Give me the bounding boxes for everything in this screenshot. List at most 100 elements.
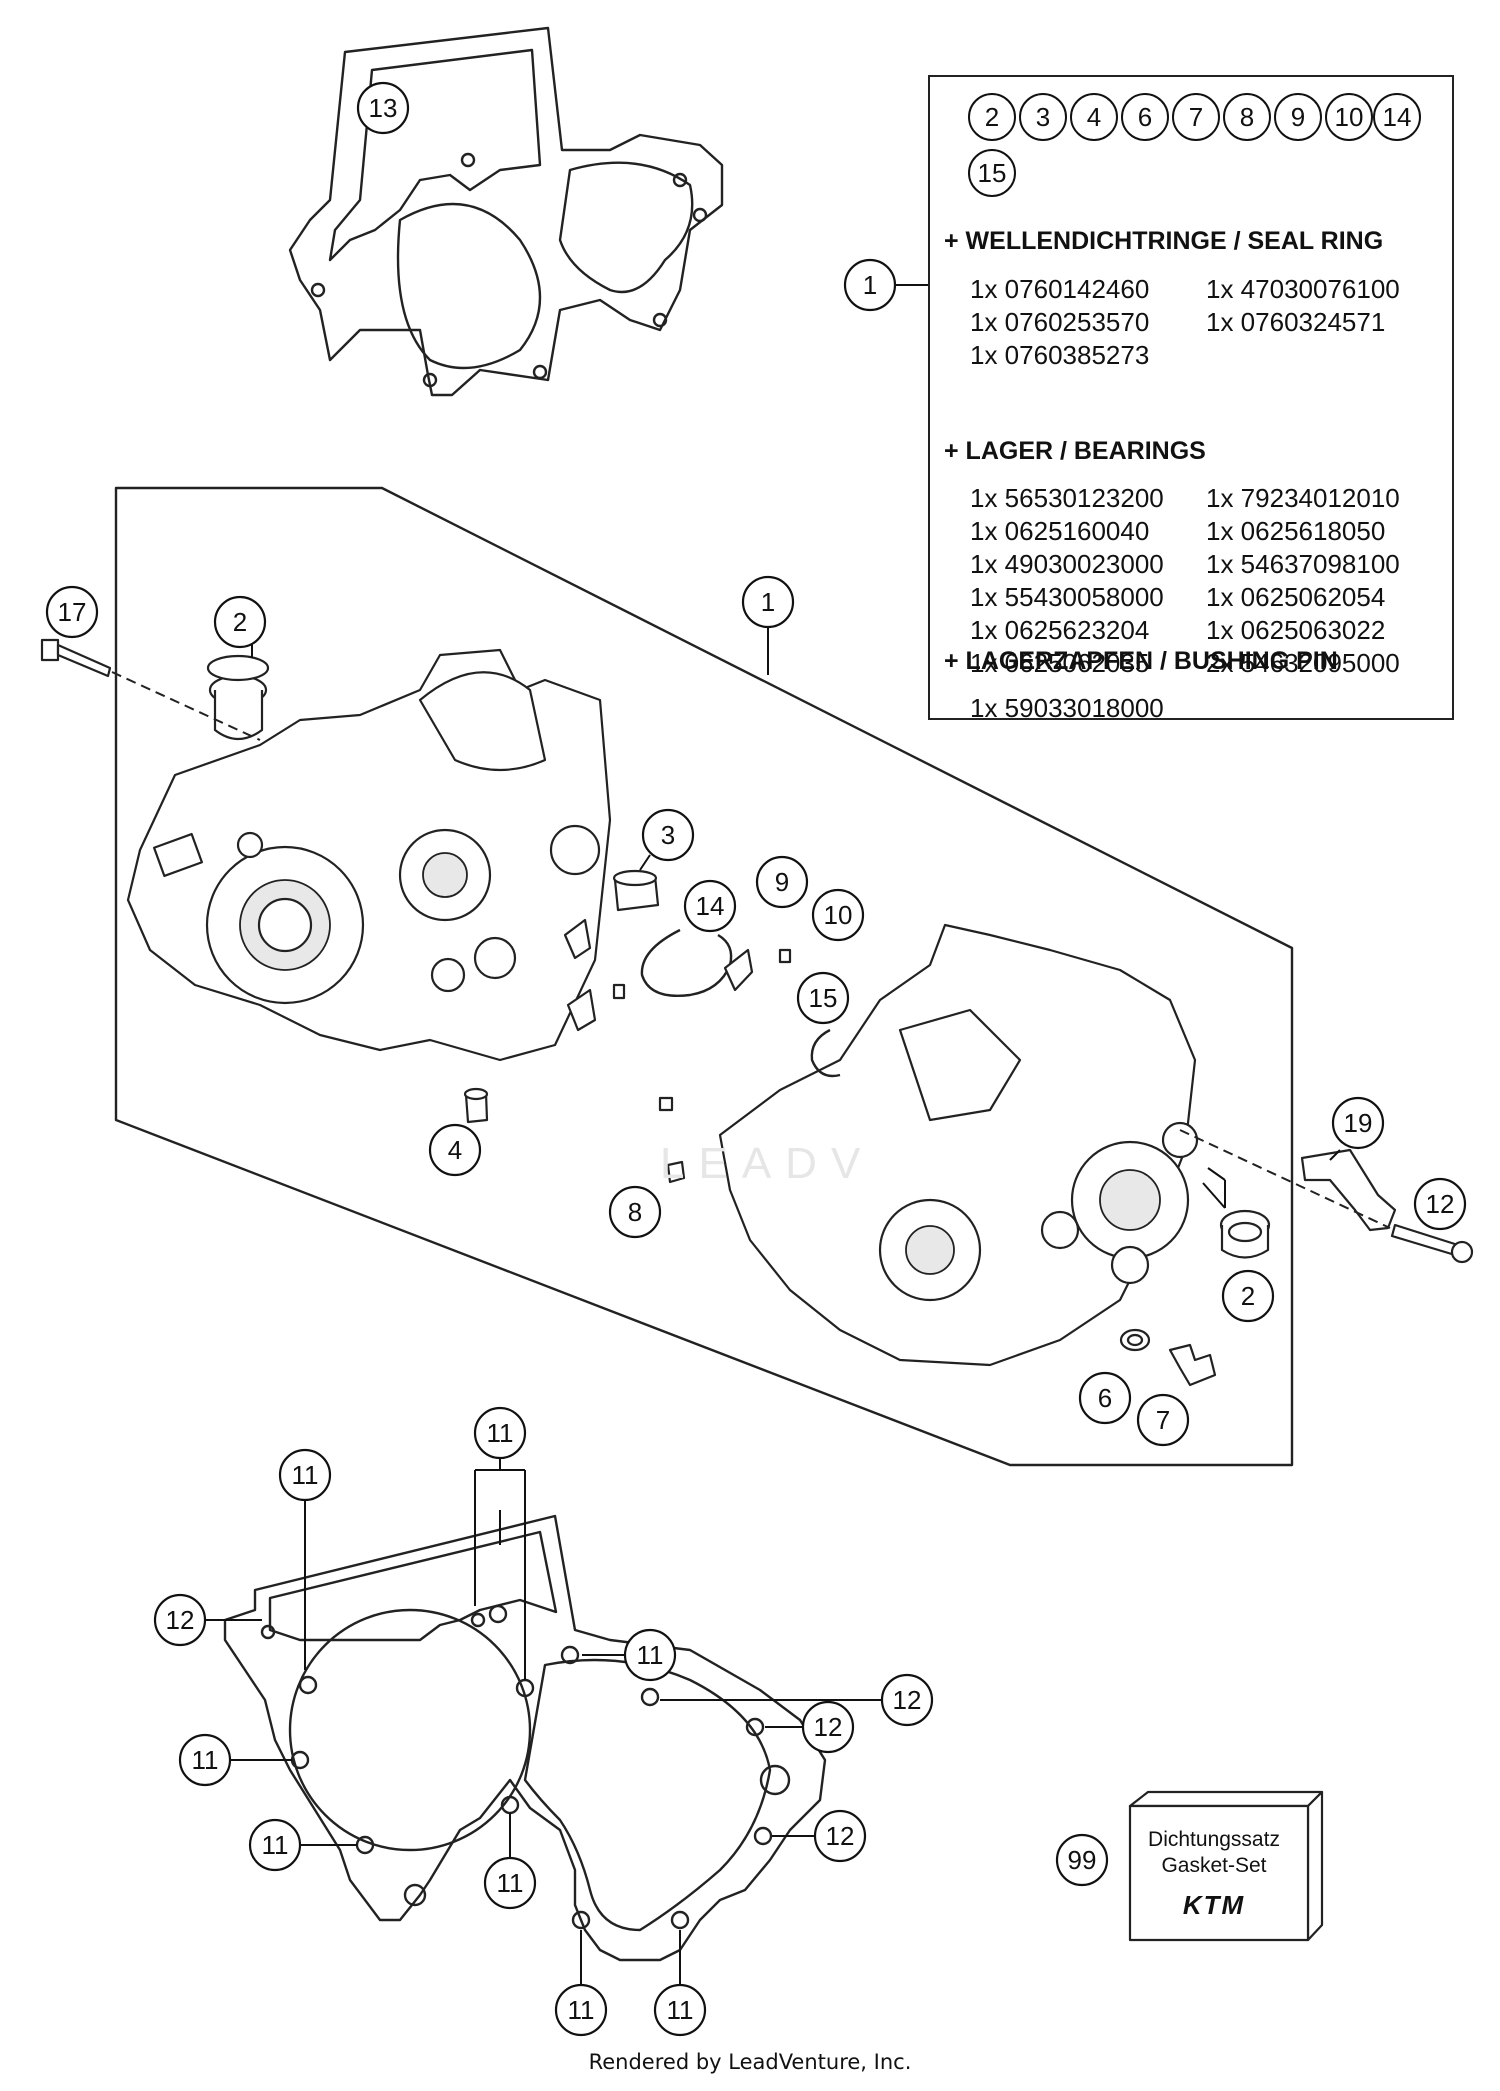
callout-11-b: 11	[623, 1628, 677, 1682]
callout-12-b: 12	[880, 1673, 934, 1727]
callout-99: 99	[1055, 1833, 1109, 1887]
callout-12-bolt-label: 12	[1426, 1189, 1455, 1219]
callout-12-a: 12	[153, 1593, 207, 1647]
callout-11-e: 11	[483, 1856, 537, 1910]
callout-11-b-label: 11	[637, 1640, 664, 1670]
callout-11-f-label: 11	[568, 1995, 595, 2025]
callout-11-d-label: 11	[262, 1830, 289, 1860]
part-chip: 8	[1223, 93, 1271, 141]
part-number-list: 1x 56530123200 1x 79234012010 1x 062516004…	[970, 482, 1442, 680]
part-chip: 15	[968, 149, 1016, 197]
part-chip: 7	[1172, 93, 1220, 141]
part-number-list: 1x 0760142460 1x 47030076100 1x 0760253570…	[970, 273, 1442, 372]
part-number: 1x 59033018000	[970, 693, 1164, 723]
left-crankcase-drawing	[126, 648, 612, 1062]
footer-credit: Rendered by LeadVenture, Inc.	[588, 2050, 912, 2074]
callout-11-left-label: 11	[292, 1460, 319, 1490]
callout-4: 4	[428, 1123, 482, 1177]
callout-8: 8	[608, 1185, 662, 1239]
part-number-list: 1x 59033018000	[970, 692, 1442, 725]
callout-14: 14	[683, 879, 737, 933]
callout-3-label: 3	[661, 820, 675, 850]
callout-9-label: 9	[775, 867, 789, 897]
part-chip: 3	[1019, 93, 1067, 141]
callout-17-label: 17	[58, 597, 87, 627]
callout-1-box: 1	[843, 258, 897, 312]
part-number: 1x 56530123200	[970, 483, 1164, 513]
callout-10: 10	[811, 888, 865, 942]
assembly-frame	[114, 486, 1294, 1467]
part-number: 2x 54632095000	[1206, 648, 1400, 678]
part-chip: 4	[1070, 93, 1118, 141]
callout-11-g: 11	[653, 1983, 707, 2037]
small-parts-drawing	[40, 638, 1474, 1387]
callout-15-label: 15	[809, 983, 838, 1013]
part-number	[1206, 339, 1442, 372]
gasket-set-box-drawing	[1128, 1790, 1324, 1942]
callout-2-top: 2	[213, 595, 267, 649]
gasket-set-line1: Dichtungssatz	[1148, 1828, 1280, 1851]
part-number: 1x 55430058000	[970, 582, 1164, 612]
part-number: 1x 47030076100	[1206, 274, 1400, 304]
callout-10-label: 10	[824, 900, 853, 930]
callout-2-top-label: 2	[233, 607, 247, 637]
section-title: + LAGERZAPFEN / BUSHING PIN	[944, 647, 1338, 675]
callout-12-a-label: 12	[166, 1605, 195, 1635]
watermark: LEADV	[660, 1139, 874, 1188]
part-number: 1x 0625062054	[1206, 582, 1386, 612]
part-number: 1x 0760253570	[970, 307, 1150, 337]
callout-13-label: 13	[369, 93, 398, 123]
part-number	[1206, 692, 1442, 725]
callout-17: 17	[45, 585, 99, 639]
callout-6-label: 6	[1098, 1383, 1112, 1413]
part-chip: 14	[1373, 93, 1421, 141]
callout-12-b-label: 12	[893, 1685, 922, 1715]
part-number: 1x 0625160040	[970, 516, 1150, 546]
callout-14-label: 14	[696, 891, 725, 921]
callout-1-main-label: 1	[761, 587, 775, 617]
part-number: 1x 0625618050	[1206, 516, 1386, 546]
callout-11-f: 11	[554, 1983, 608, 2037]
part-chip: 6	[1121, 93, 1169, 141]
gasket-set-line2: Gasket-Set	[1161, 1854, 1267, 1877]
part-number: 1x 79234012010	[1206, 483, 1400, 513]
callout-12-d: 12	[813, 1809, 867, 1863]
callout-19: 19	[1331, 1096, 1385, 1150]
ktm-logo: KTM	[1182, 1890, 1246, 1920]
gasket-set-label: Dichtungssatz Gasket-Set KTM	[1130, 1790, 1320, 1940]
callout-2-right: 2	[1221, 1269, 1275, 1323]
callout-9: 9	[755, 855, 809, 909]
part-chip: 9	[1274, 93, 1322, 141]
callout-12-bolt: 12	[1413, 1177, 1467, 1231]
callout-6: 6	[1078, 1371, 1132, 1425]
callout-11-top: 11	[473, 1406, 527, 1460]
callout-15: 15	[796, 971, 850, 1025]
part-number: 1x 0760385273	[970, 340, 1150, 370]
callout-11-c: 11	[178, 1733, 232, 1787]
callout-11-c-label: 11	[192, 1745, 219, 1775]
callout-13: 13	[356, 81, 410, 135]
gasket-13-drawing	[288, 26, 724, 397]
callout-1-main: 1	[741, 575, 795, 629]
part-chip: 10	[1325, 93, 1373, 141]
callout-8-label: 8	[628, 1197, 642, 1227]
callout-11-e-label: 11	[497, 1868, 524, 1898]
part-chip: 2	[968, 93, 1016, 141]
section-title: + WELLENDICHTRINGE / SEAL RING	[944, 227, 1384, 255]
section-title: + LAGER / BEARINGS	[944, 437, 1206, 465]
callout-11-g-label: 11	[667, 1995, 694, 2025]
part-number: 1x 0625062035	[970, 648, 1150, 678]
part-number: 1x 0625063022	[1206, 615, 1386, 645]
callout-3: 3	[641, 808, 695, 862]
right-crankcase-drawing	[718, 923, 1199, 1367]
callout-1-box-label: 1	[863, 270, 877, 300]
leader-lines	[205, 284, 1341, 1985]
callout-19-label: 19	[1344, 1108, 1373, 1138]
part-number: 1x 0760142460	[970, 274, 1150, 304]
callout-11-d: 11	[248, 1818, 302, 1872]
callout-12-c: 12	[801, 1700, 855, 1754]
callout-11-left: 11	[278, 1448, 332, 1502]
part-number: 1x 49030023000	[970, 549, 1164, 579]
